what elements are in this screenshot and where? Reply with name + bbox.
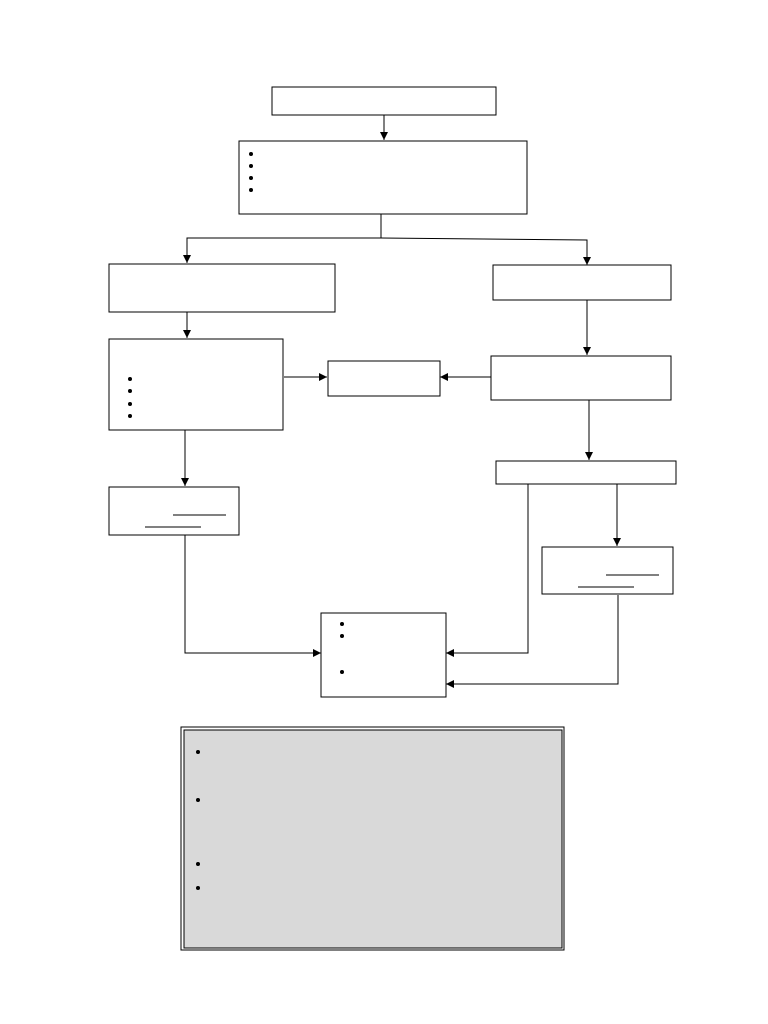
connector-box8-to-box11 <box>446 484 529 657</box>
connector-box9-to-box11 <box>184 535 321 657</box>
connector-box10-to-box11 <box>446 595 619 688</box>
box-7-right-middle <box>490 355 672 401</box>
bullet-point <box>340 670 344 674</box>
bullet-point <box>249 176 253 180</box>
bullet-point <box>128 414 132 418</box>
box-1-title <box>271 86 497 116</box>
bullet-point <box>249 164 253 168</box>
bullet-point <box>196 798 200 802</box>
box-11-outcome <box>320 612 447 698</box>
bullet-point <box>249 188 253 192</box>
connector-split-to-box4 <box>380 237 591 265</box>
note-panel <box>180 726 565 951</box>
bullet-point <box>249 152 253 156</box>
bullet-point <box>340 634 344 638</box>
connector-split-to-box3 <box>183 237 381 263</box>
bullet-point <box>128 377 132 381</box>
bullet-point <box>196 862 200 866</box>
bullet-point <box>128 402 132 406</box>
box-8-right-narrow <box>495 460 677 485</box>
connectors <box>181 115 621 688</box>
box-4-right-branch <box>492 264 672 301</box>
box-9-left-fill-in <box>108 486 240 536</box>
box-6-center <box>327 360 441 397</box>
box-3-left-branch <box>108 263 336 313</box>
box-2-bullet-list <box>238 140 528 215</box>
bullet-point <box>196 750 200 754</box>
box-5-left-bullet-list <box>108 338 284 431</box>
bullet-point <box>128 389 132 393</box>
bullet-point <box>196 886 200 890</box>
bullet-point <box>340 622 344 626</box>
box-10-right-fill-in <box>541 546 674 595</box>
